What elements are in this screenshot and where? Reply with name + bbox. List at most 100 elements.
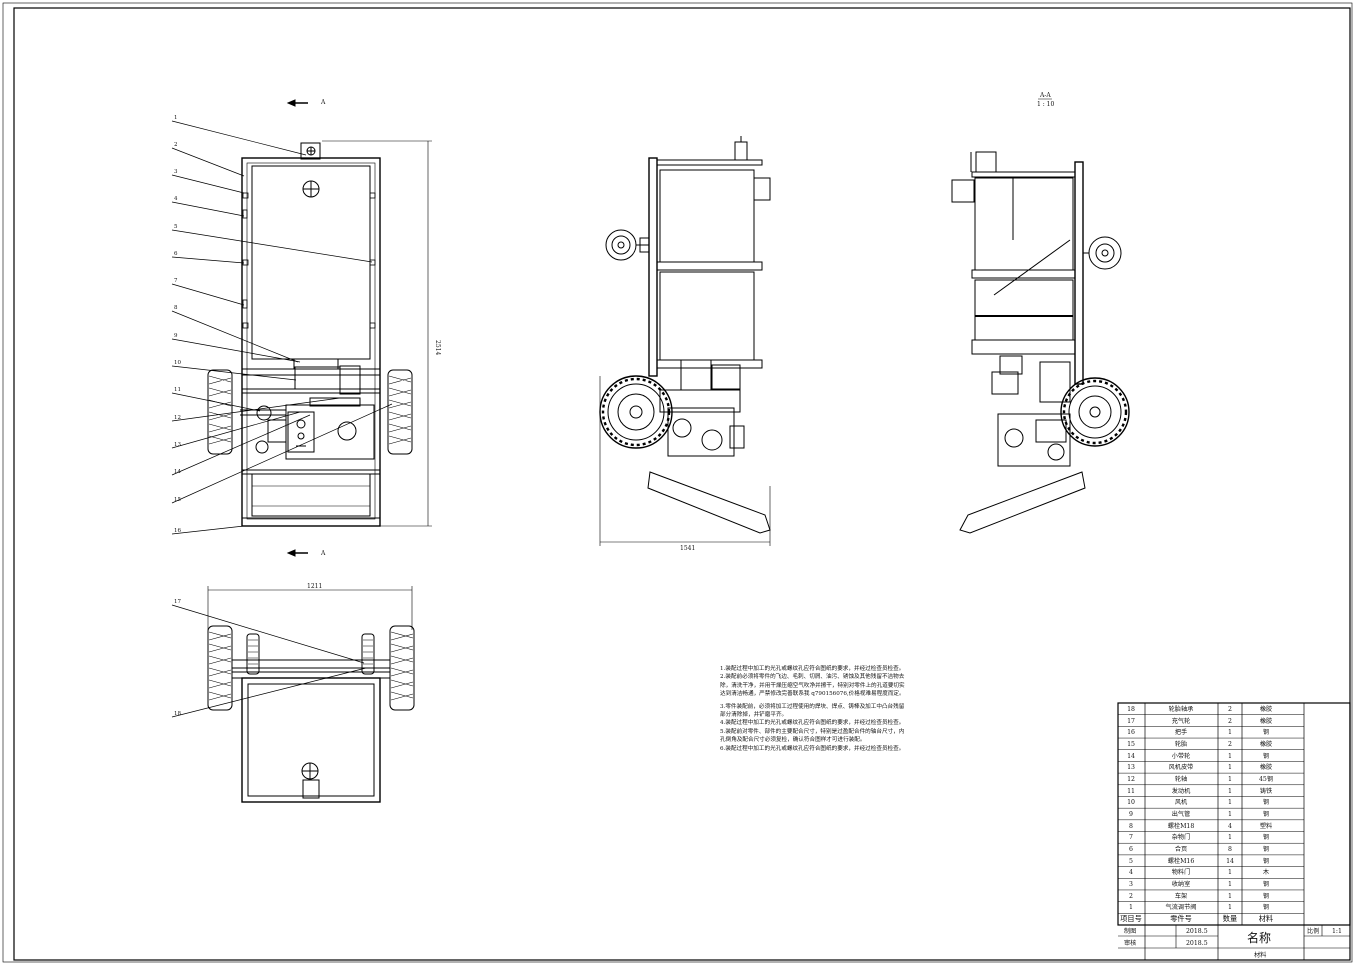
svg-text:橡胶: 橡胶 [1260, 705, 1272, 713]
svg-text:4: 4 [1129, 869, 1133, 876]
callout-9: 9 [174, 333, 178, 339]
svg-text:18: 18 [1127, 706, 1135, 713]
technical-notes: 1.装配过程中加工的光孔或螺纹孔应符合图纸的要求，并经过检查员检查。 2.装配前… [720, 665, 970, 753]
svg-text:1: 1 [1228, 904, 1232, 911]
svg-text:出气管: 出气管 [1172, 810, 1191, 818]
callout-14: 14 [174, 469, 181, 475]
callout-7: 7 [174, 278, 178, 284]
callout-10: 10 [174, 360, 181, 366]
drawn-date: 2018.5 [1186, 928, 1208, 935]
checked-date: 2018.5 [1186, 940, 1208, 947]
callout-8: 8 [174, 305, 178, 311]
svg-text:1: 1 [1228, 788, 1232, 795]
note-line: 孔倒角及配合尺寸必须复检，确认符合图样才可进行装配。 [720, 737, 866, 744]
svg-text:车架: 车架 [1175, 892, 1187, 900]
svg-text:8: 8 [1228, 846, 1232, 853]
svg-text:气流调节阀: 气流调节阀 [1166, 903, 1197, 911]
svg-text:橡胶: 橡胶 [1260, 763, 1272, 771]
callout-5: 5 [174, 224, 178, 230]
svg-text:把手: 把手 [1175, 728, 1187, 736]
bom-grid [1117, 702, 1351, 961]
svg-text:8: 8 [1129, 823, 1133, 830]
callout-1: 1 [174, 115, 178, 121]
callout-18: 18 [174, 711, 181, 717]
dim-side-width: 1541 [680, 545, 695, 552]
svg-text:2: 2 [1129, 893, 1133, 900]
svg-text:项目号: 项目号 [1120, 914, 1142, 923]
svg-text:物料门: 物料门 [1172, 868, 1191, 876]
callout-4: 4 [174, 196, 178, 202]
svg-text:12: 12 [1127, 776, 1135, 783]
svg-text:1: 1 [1228, 834, 1232, 841]
svg-text:风机: 风机 [1175, 798, 1188, 806]
svg-text:16: 16 [1127, 729, 1135, 736]
svg-text:杂物门: 杂物门 [1172, 833, 1191, 841]
svg-text:发动机: 发动机 [1172, 787, 1191, 795]
inner-border [13, 7, 1351, 961]
svg-text:钢: 钢 [1263, 892, 1269, 900]
svg-text:钢: 钢 [1263, 810, 1269, 818]
name-label: 名称 [1247, 930, 1271, 945]
svg-text:14: 14 [1226, 858, 1234, 865]
callout-3: 3 [174, 169, 178, 175]
svg-text:数量: 数量 [1223, 914, 1237, 923]
svg-text:小带轮: 小带轮 [1172, 752, 1191, 760]
scale-label: 比例 [1307, 927, 1319, 935]
side-view [599, 136, 771, 546]
svg-text:10: 10 [1127, 799, 1135, 806]
svg-text:木: 木 [1263, 868, 1269, 876]
svg-text:1: 1 [1228, 753, 1232, 760]
svg-text:1: 1 [1129, 904, 1133, 911]
svg-text:钢: 钢 [1263, 903, 1269, 911]
callout-15: 15 [174, 497, 181, 503]
svg-text:钢: 钢 [1263, 833, 1269, 841]
svg-text:铸铁: 铸铁 [1260, 787, 1272, 795]
callout-16: 16 [174, 528, 181, 534]
scale-value: 1:1 [1332, 928, 1342, 935]
svg-text:螺栓M18: 螺栓M18 [1168, 822, 1195, 830]
svg-text:1: 1 [1228, 764, 1232, 771]
callout-6: 6 [174, 251, 178, 257]
top-view [207, 586, 415, 803]
svg-text:1: 1 [1228, 776, 1232, 783]
svg-text:14: 14 [1127, 753, 1135, 760]
section-scale: 1 : 10 [1037, 101, 1054, 108]
note-line: 3.零件装配前，必须将加工过程使用的焊块、焊点、铸棒及加工中凸台残留 [720, 703, 905, 710]
material-label: 材料 [1254, 951, 1266, 959]
note-line: 除，清洗干净，并用干燥压缩空气吹净并擦干，特别对零件上的孔道要切实 [720, 682, 905, 689]
svg-text:合页: 合页 [1175, 845, 1187, 853]
note-line: 达到清洁畅通，严禁修改完善联系我 q790156076,价格视难易程度而定。 [720, 691, 905, 698]
svg-text:风机皮带: 风机皮带 [1169, 763, 1194, 771]
svg-text:钢: 钢 [1263, 845, 1269, 853]
bom-row: 14 小带轮 1 钢 [1127, 752, 1269, 760]
svg-text:钢: 钢 [1263, 752, 1269, 760]
svg-text:17: 17 [1127, 718, 1135, 725]
svg-text:1: 1 [1228, 799, 1232, 806]
svg-text:2: 2 [1228, 718, 1232, 725]
svg-text:45钢: 45钢 [1259, 775, 1273, 783]
callout-17: 17 [174, 599, 181, 605]
svg-text:5: 5 [1129, 858, 1133, 865]
svg-text:充气轮: 充气轮 [1172, 717, 1191, 725]
note-line: 4.装配过程中加工的光孔或螺纹孔应符合图纸的要求，并经过检查员检查。 [720, 720, 905, 727]
svg-text:轮胎: 轮胎 [1175, 740, 1187, 748]
checked-label: 审核 [1124, 939, 1136, 947]
svg-text:钢: 钢 [1263, 857, 1269, 865]
svg-text:1: 1 [1228, 893, 1232, 900]
